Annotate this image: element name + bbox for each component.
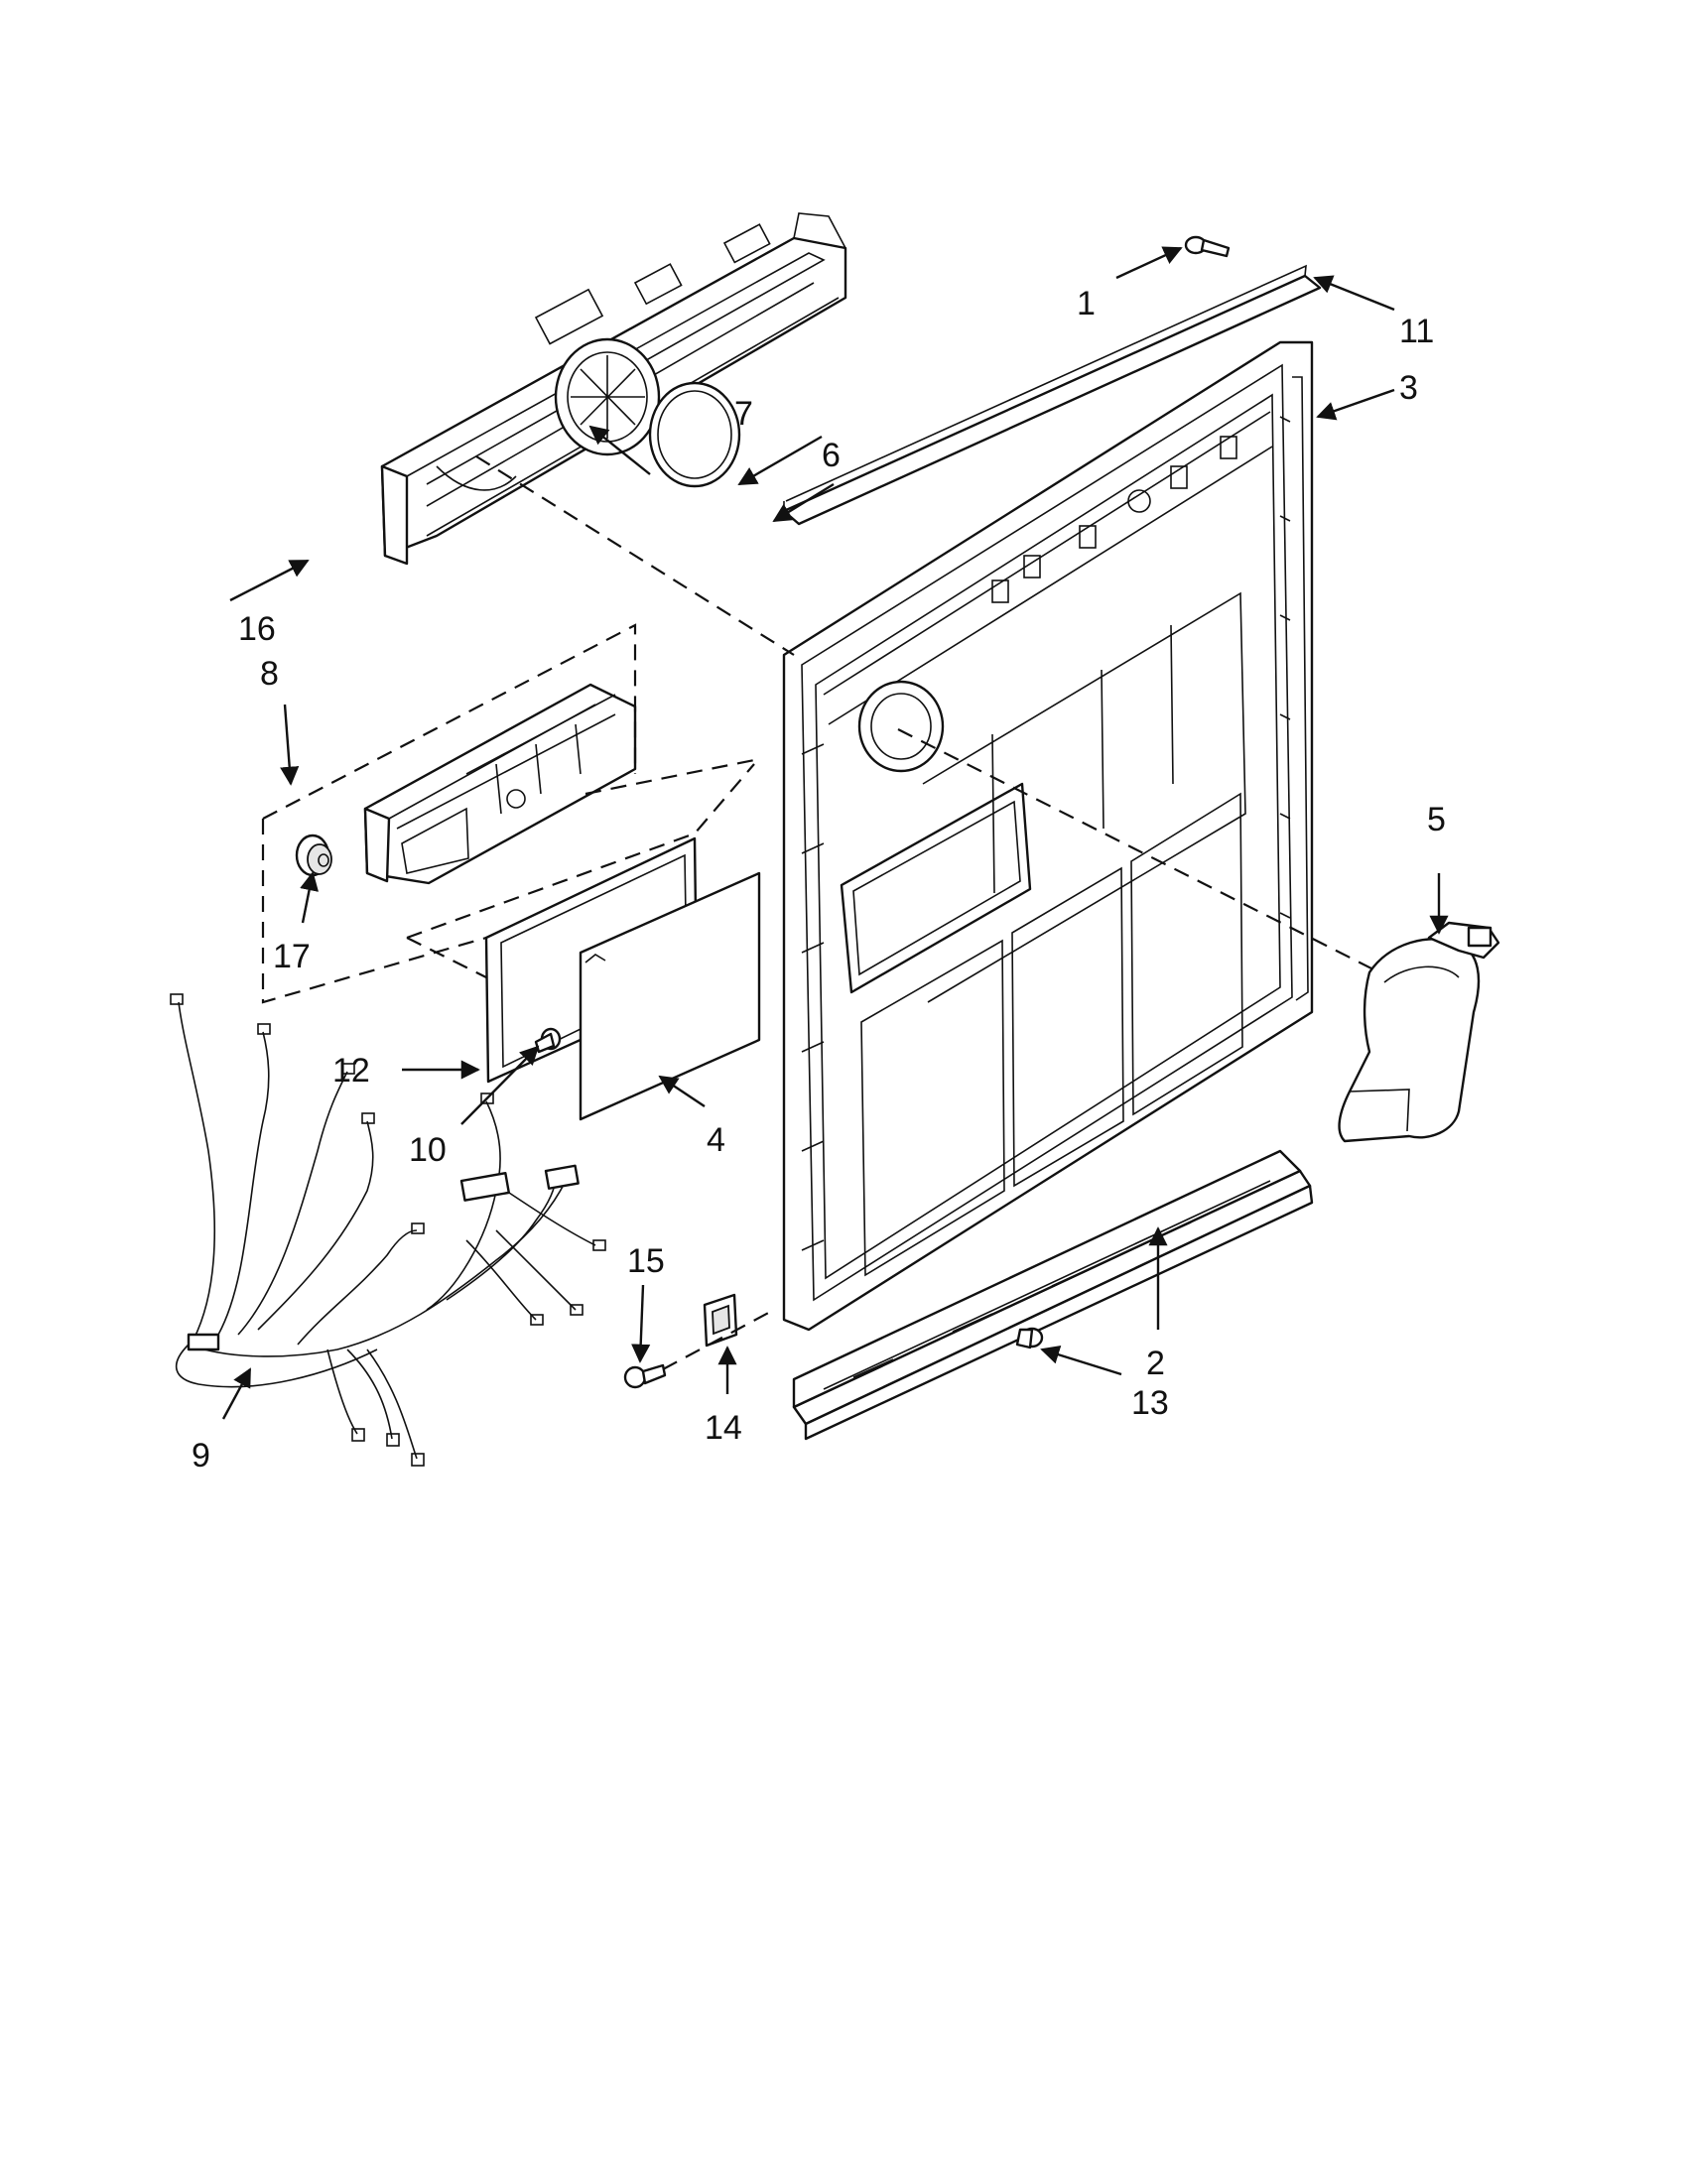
callout-3: 3 <box>1399 369 1418 407</box>
vent-duct <box>1338 921 1500 1143</box>
callout-9: 9 <box>192 1437 210 1475</box>
callout-14: 14 <box>705 1409 742 1447</box>
callout-12: 12 <box>332 1052 370 1090</box>
vent-gasket <box>648 381 741 488</box>
callout-17: 17 <box>273 938 311 975</box>
callout-6: 6 <box>822 437 841 474</box>
callout-4: 4 <box>707 1121 725 1159</box>
screw-15 <box>623 1363 667 1389</box>
door-clip <box>703 1293 738 1348</box>
callout-10: 10 <box>409 1131 447 1169</box>
callout-15: 15 <box>627 1242 665 1280</box>
callout-5: 5 <box>1427 801 1446 838</box>
callout-13: 13 <box>1131 1384 1169 1422</box>
inner-door-panel <box>782 340 1314 1332</box>
callout-11: 11 <box>1399 313 1434 350</box>
callout-1: 1 <box>1077 285 1096 322</box>
vent-grille <box>554 337 661 456</box>
wire-harness <box>170 993 606 1467</box>
callout-7: 7 <box>734 395 753 433</box>
leader-lines <box>221 246 1449 1420</box>
assembly-guides <box>261 455 1380 1370</box>
detergent-dispenser <box>363 683 637 885</box>
callout-8: 8 <box>260 655 279 693</box>
callout-2: 2 <box>1146 1345 1165 1382</box>
screw-1 <box>1184 235 1231 258</box>
rinse-aid-cap <box>295 834 332 877</box>
screw-13 <box>1015 1327 1044 1349</box>
callout-16: 16 <box>238 610 276 648</box>
callout-labels: 1 11 3 7 6 16 8 17 12 10 4 5 2 13 15 14 … <box>192 285 1446 1475</box>
bottom-door-trim <box>792 1149 1314 1441</box>
insulation-pad <box>579 871 761 1121</box>
